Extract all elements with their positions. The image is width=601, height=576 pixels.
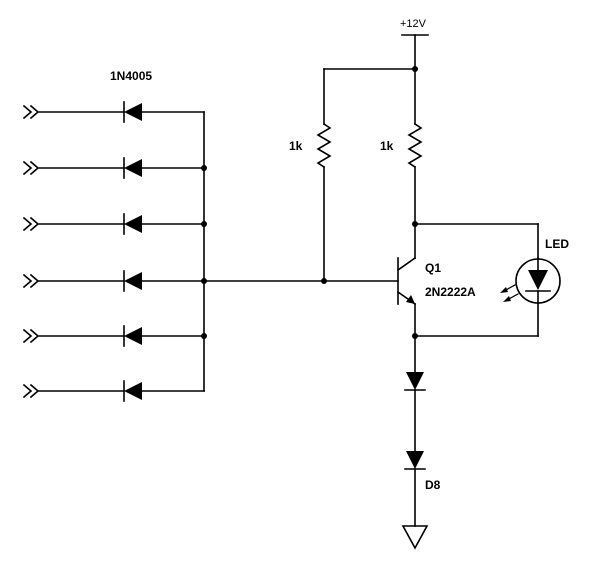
led-symbol [528,270,548,290]
led-emission-arrows [500,284,519,302]
input-diodes-label: 1N4005 [110,69,152,83]
input-row-6 [22,380,205,402]
diode-d8-label: D8 [425,478,441,492]
input-connector [22,104,40,120]
input-connector [22,273,40,289]
input-row-2 [22,157,205,179]
transistor-q1 [396,223,417,337]
collector-resistor-label: 1k [380,139,394,153]
emitter-diode-d8 [406,451,424,469]
diode-symbol [124,159,142,177]
diode-symbol [124,103,142,121]
diode-symbol [124,327,142,345]
input-connector [22,216,40,232]
input-row-4 [22,270,205,292]
input-connector [22,160,40,176]
base-resistor [316,122,332,169]
input-row-5 [22,325,205,347]
collector-resistor [407,122,423,169]
supply-label: +12V [400,18,427,30]
emitter-diode-1 [406,372,424,390]
input-row-3 [22,213,205,235]
led-label: LED [545,237,569,251]
transistor-part-label: 2N2222A [425,285,476,299]
input-connector [22,383,40,399]
input-row-1 [22,101,205,123]
base-resistor-label: 1k [289,139,303,153]
input-connector [22,328,40,344]
ground-symbol [401,525,429,550]
diode-symbol [124,215,142,233]
diode-symbol [124,382,142,400]
diode-symbol [124,272,142,290]
transistor-ref-label: Q1 [425,261,441,275]
